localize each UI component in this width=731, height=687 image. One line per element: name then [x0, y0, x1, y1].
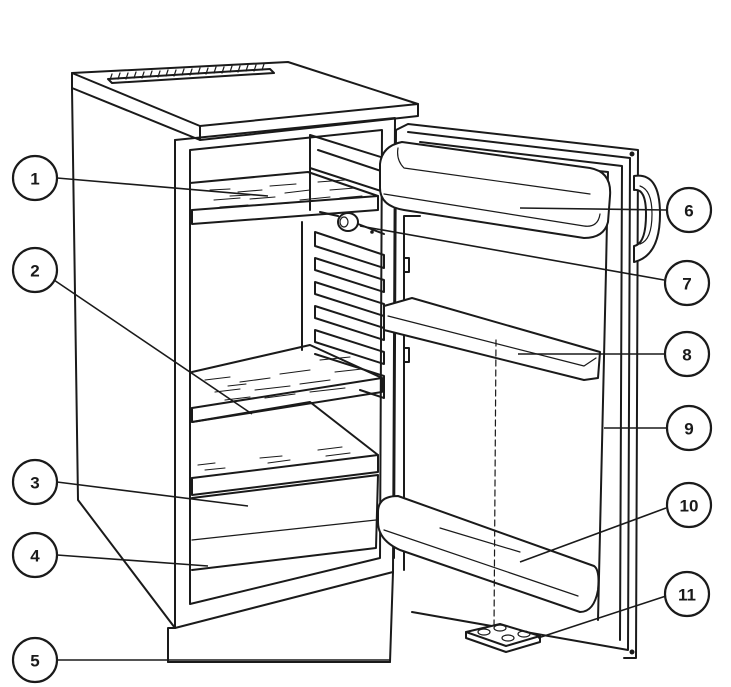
callout-8: 8 [663, 330, 711, 378]
lower-shelf [191, 344, 383, 423]
leader-lines [53, 177, 667, 661]
egg-tray [465, 623, 541, 653]
callout-label: 3 [30, 474, 39, 493]
callout-label: 9 [684, 420, 693, 439]
callout-label: 8 [682, 346, 691, 365]
callout-3: 3 [11, 458, 59, 506]
crisper-cover [191, 401, 379, 496]
dairy-compartment [379, 141, 612, 239]
callout-label: 11 [678, 586, 696, 605]
crisper-drawer [191, 474, 379, 571]
callout-4: 4 [11, 531, 59, 579]
callout-2: 2 [11, 246, 59, 294]
callout-6: 6 [665, 186, 713, 234]
callout-label: 6 [684, 202, 693, 221]
vent-grille [107, 63, 275, 84]
door-handle [633, 174, 661, 263]
upper-shelf [189, 171, 379, 225]
callout-label: 1 [30, 170, 39, 189]
door-centerline [493, 339, 497, 631]
callout-label: 7 [682, 275, 691, 294]
callout-label: 2 [30, 262, 39, 281]
cabinet-side-panel [71, 87, 176, 663]
door-shelf-middle [383, 297, 601, 381]
callout-11: 11 [663, 570, 711, 618]
cabinet-top [71, 61, 419, 141]
callout-7: 7 [663, 259, 711, 307]
callout-1: 1 [11, 154, 59, 202]
callout-label: 4 [30, 547, 40, 566]
callout-5: 5 [11, 636, 59, 684]
thermostat-knob [319, 211, 385, 235]
callout-10: 10 [665, 481, 713, 529]
callout-9: 9 [665, 404, 713, 452]
callout-label: 5 [30, 652, 39, 671]
bottle-rack [377, 495, 600, 613]
callout-label: 10 [680, 497, 699, 516]
